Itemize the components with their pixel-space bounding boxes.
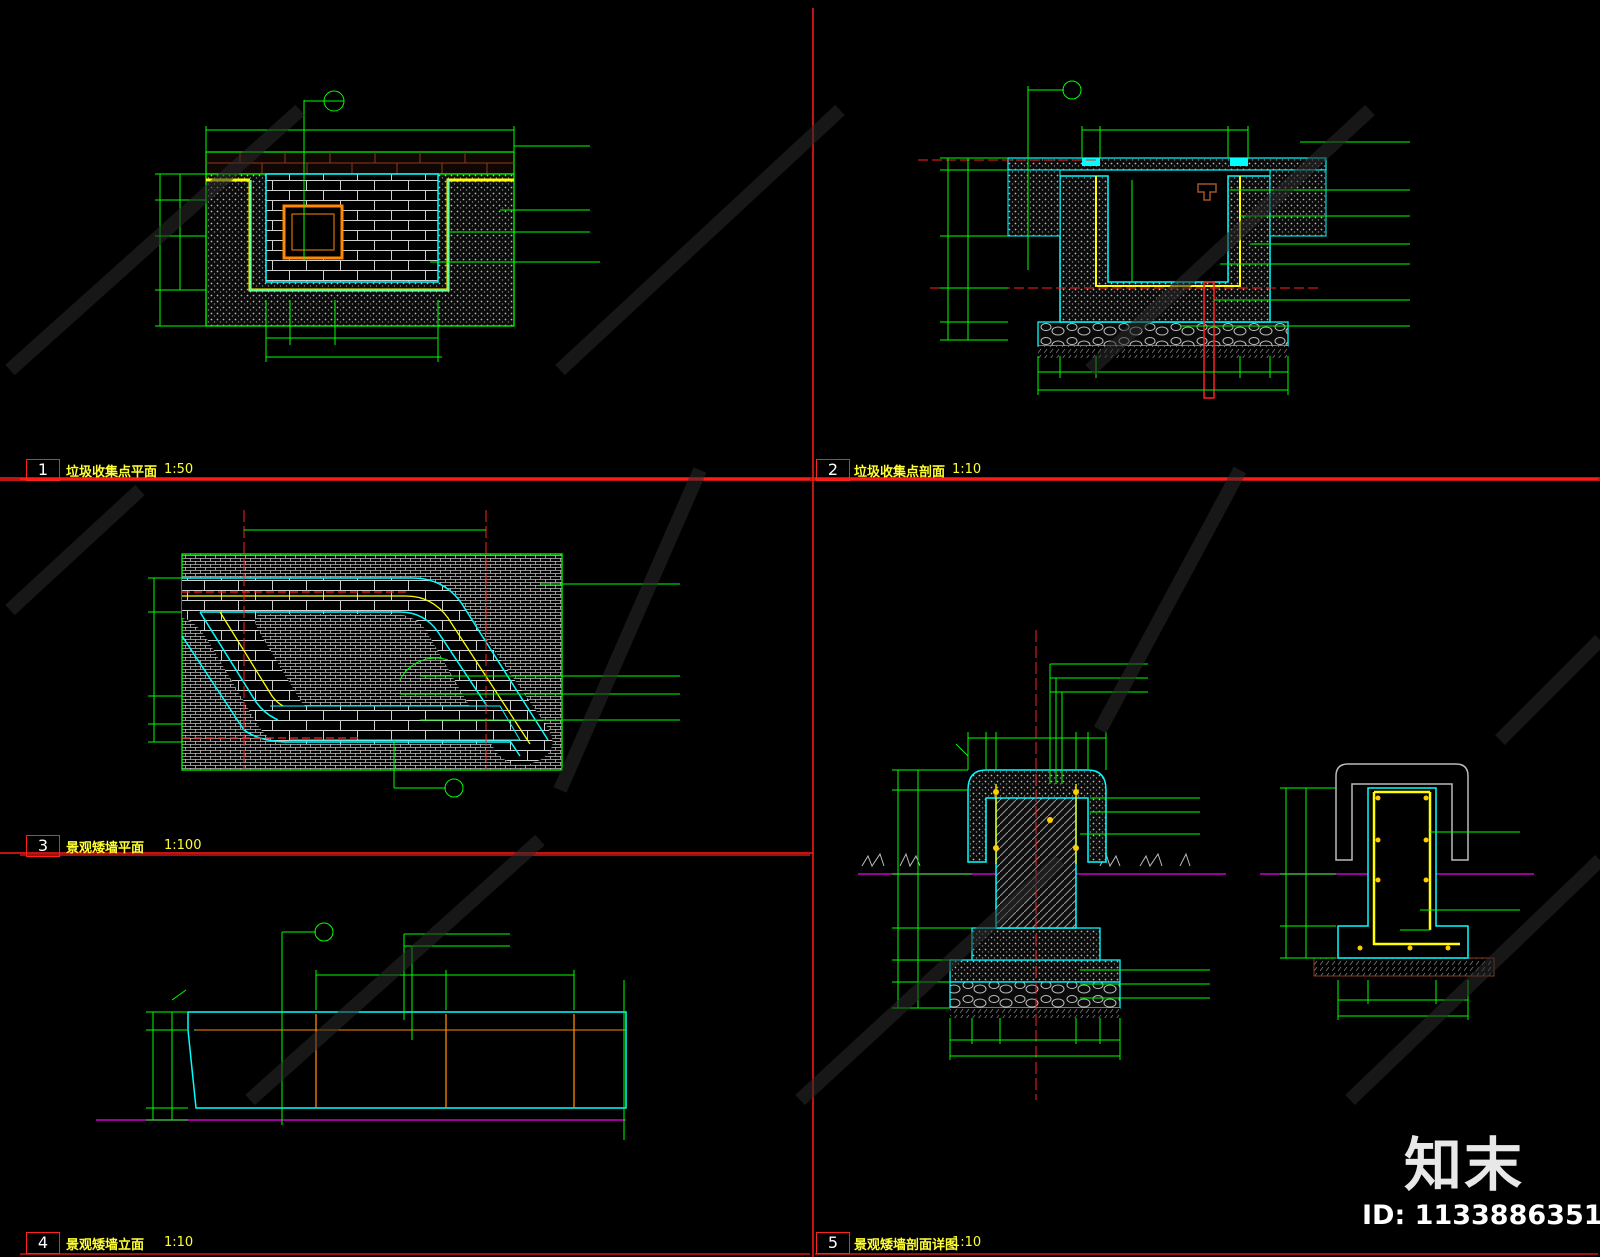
drawing-title-1: 垃圾收集点平面 xyxy=(66,465,158,480)
watermark-id: ID: 1133886351 xyxy=(1362,1200,1600,1231)
drawing-number-5: 5 xyxy=(816,1232,850,1254)
drawing-title-3: 景观矮墙平面 xyxy=(66,841,145,856)
drawing-title-2: 垃圾收集点剖面 xyxy=(854,465,946,480)
watermark-pattern xyxy=(5,104,1600,1106)
drawing-scale-3: 1:100 xyxy=(164,838,202,853)
drawing-scale-1: 1:50 xyxy=(164,462,194,477)
drawing-number-1: 1 xyxy=(26,459,60,481)
drawing-5-detail-small xyxy=(1260,763,1534,1020)
drawing-number-4: 4 xyxy=(26,1232,60,1254)
drawing-scale-4: 1:10 xyxy=(164,1235,194,1250)
drawing-title-5: 景观矮墙剖面详图 xyxy=(854,1238,959,1253)
drawing-title-4: 景观矮墙立面 xyxy=(66,1238,145,1253)
title-underlines xyxy=(20,478,1598,1255)
watermark-logo: 知末 xyxy=(1404,1131,1525,1199)
drawing-4-elevation xyxy=(96,922,627,1140)
sheet-frame xyxy=(0,8,1600,1257)
drawing-1-plan xyxy=(155,90,600,362)
drawing-scale-2: 1:10 xyxy=(952,462,982,477)
drawing-number-2: 2 xyxy=(816,459,850,481)
drawing-5-detail xyxy=(858,630,1226,1100)
drawing-3-wall-plan xyxy=(148,510,680,798)
drawing-scale-5: 1:10 xyxy=(952,1235,982,1250)
drawing-number-3: 3 xyxy=(26,835,60,857)
drawing-2-section xyxy=(918,80,1410,399)
